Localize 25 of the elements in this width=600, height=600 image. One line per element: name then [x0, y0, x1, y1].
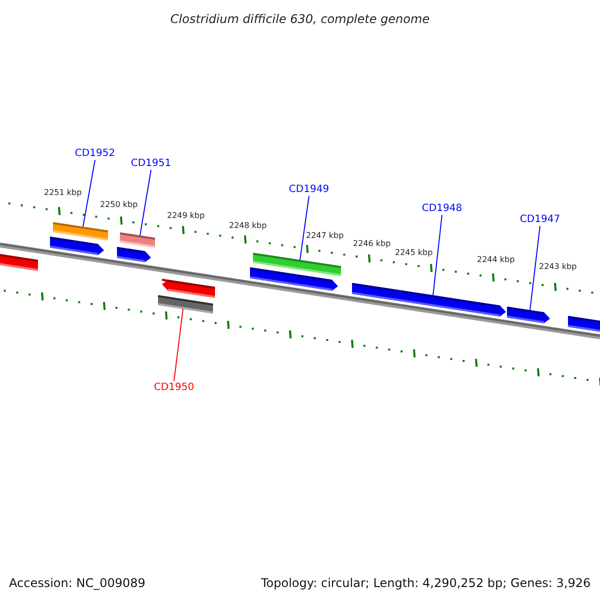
- gene-label: CD1948: [422, 202, 462, 215]
- leader-line: [82, 160, 96, 228]
- leader-line: [300, 196, 310, 260]
- gene-block: [52, 222, 108, 241]
- leader-line: [432, 214, 442, 296]
- gene-label: CD1949: [288, 183, 330, 196]
- scale-label: 2246 kbp: [353, 239, 391, 249]
- gene-block: [506, 306, 550, 324]
- footer-text: Accession: NC_009089: [9, 575, 146, 592]
- gene-block: [158, 295, 214, 314]
- gene-label: CD1952: [74, 147, 116, 160]
- leader-line: [530, 226, 540, 311]
- gene-block: [120, 232, 156, 248]
- scale-label: 2244 kbp: [477, 255, 515, 265]
- scale-label: 2243 kbp: [539, 262, 577, 272]
- chart-title: Clostridium difficile 630, complete genome: [170, 11, 430, 28]
- gene-block: [352, 282, 506, 316]
- gene-label: CD1951: [130, 157, 172, 170]
- scale-label: 2247 kbp: [306, 231, 344, 241]
- leader-line: [140, 170, 152, 236]
- scale-label: 2250 kbp: [100, 200, 138, 210]
- gene-label: CD1947: [520, 213, 560, 226]
- leader-line: [174, 308, 184, 382]
- footer-text: Topology: circular; Length: 4,290,252 bp; Genes: 3,926: [261, 575, 591, 592]
- gene-label: CD1950: [154, 381, 194, 394]
